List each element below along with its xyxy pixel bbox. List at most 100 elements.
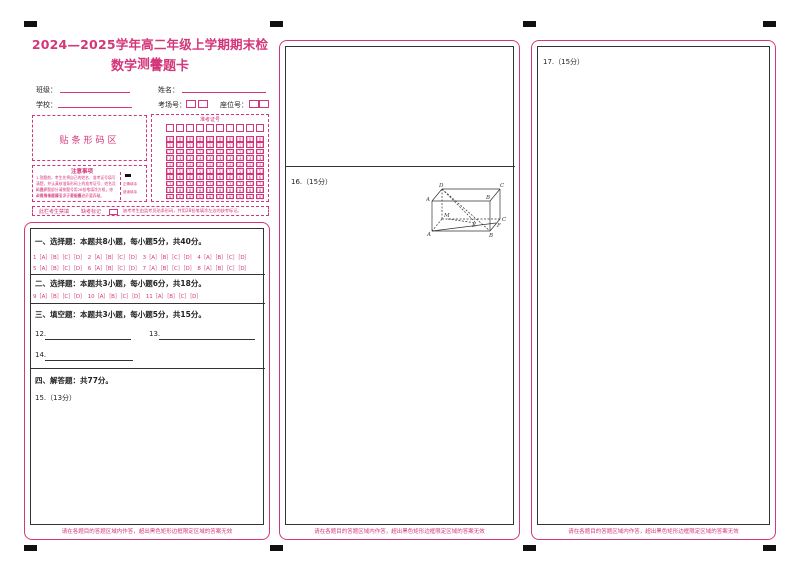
exam-id-bubble[interactable]: [9] [246,193,254,200]
exam-id-bubble[interactable]: [6] [206,174,214,181]
exam-id-bubble[interactable]: [5] [206,168,214,174]
exam-id-bubble[interactable]: [6] [196,174,204,181]
exam-id-bubble[interactable]: [1] [226,142,234,149]
exam-id-bubble[interactable]: [4] [196,161,204,168]
exam-id-bubble[interactable]: [3] [166,155,174,162]
exam-id-bubble[interactable]: [4] [186,161,194,168]
exam-id-bubble[interactable]: [1] [166,142,174,149]
exam-id-bubble[interactable]: [2] [216,148,224,155]
exam-id-bubble[interactable]: [6] [176,174,184,181]
exam-id-bubble[interactable]: [8] [256,187,264,194]
exam-id-bubble[interactable]: [2] [166,148,174,155]
exam-id-bubble[interactable]: [5] [166,168,174,174]
exam-id-bubble[interactable]: [4] [226,161,234,168]
exam-id-bubble[interactable]: [6] [226,174,234,181]
fill-q14-answer[interactable] [45,360,133,361]
exam-id-bubble[interactable]: [3] [206,155,214,162]
multi-row[interactable]: 9［A］［B］［C］［D］ 10［A］［B］［C］［D］ 11［A］［B］［C］… [33,294,202,300]
exam-id-bubble[interactable]: [8] [196,187,204,194]
exam-id-bubble[interactable]: [8] [206,187,214,194]
exam-id-bubble[interactable]: [5] [176,168,184,174]
exam-id-bubble[interactable]: [5] [256,168,264,174]
exam-id-bubble[interactable]: [0] [186,136,194,142]
exam-id-bubble[interactable]: [3] [186,155,194,162]
exam-id-bubble[interactable]: [3] [226,155,234,162]
exam-id-entry-box[interactable] [176,124,184,132]
exam-id-bubble[interactable]: [0] [196,136,204,142]
exam-id-bubble[interactable]: [6] [216,174,224,181]
exam-id-bubble[interactable]: [0] [216,136,224,142]
exam-id-bubble[interactable]: [2] [206,148,214,155]
exam-id-entry-box[interactable] [186,124,194,132]
exam-id-bubble[interactable]: [7] [166,180,174,187]
exam-id-bubble[interactable]: [7] [206,180,214,187]
exam-id-bubble[interactable]: [5] [216,168,224,174]
exam-id-bubble[interactable]: [5] [196,168,204,174]
exam-id-bubble[interactable]: [2] [176,148,184,155]
exam-id-bubble[interactable]: [1] [246,142,254,149]
exam-id-bubble[interactable]: [0] [176,136,184,142]
exam-id-bubble[interactable]: [5] [246,168,254,174]
exam-id-bubble[interactable]: [0] [246,136,254,142]
school-field[interactable] [58,107,132,108]
exam-id-bubble[interactable]: [3] [196,155,204,162]
exam-id-bubble[interactable]: [9] [186,193,194,200]
exam-id-bubble[interactable]: [4] [236,161,244,168]
exam-id-entry-box[interactable] [166,124,174,132]
exam-id-bubble[interactable]: [4] [246,161,254,168]
class-field[interactable] [60,92,130,93]
exam-id-bubble[interactable]: [1] [176,142,184,149]
exam-id-bubble[interactable]: [8] [166,187,174,194]
exam-id-bubble[interactable]: [7] [176,180,184,187]
exam-id-entry-box[interactable] [256,124,264,132]
exam-id-bubble[interactable]: [9] [216,193,224,200]
exam-id-bubble[interactable]: [1] [186,142,194,149]
exam-id-bubble[interactable]: [5] [186,168,194,174]
exam-id-entry-box[interactable] [236,124,244,132]
exam-id-bubble[interactable]: [1] [216,142,224,149]
seat-box[interactable] [249,100,259,108]
exam-id-bubble[interactable]: [4] [206,161,214,168]
exam-id-bubble[interactable]: [8] [186,187,194,194]
room-box[interactable] [186,100,196,108]
exam-id-bubble[interactable]: [8] [176,187,184,194]
exam-id-bubble[interactable]: [0] [256,136,264,142]
exam-id-bubble[interactable]: [8] [216,187,224,194]
fill-q13-answer[interactable] [159,339,255,340]
name-field[interactable] [182,92,266,93]
choice-row-1[interactable]: 1［A］［B］［C］［D］ 2［A］［B］［C］［D］ 3［A］［B］［C］［D… [33,255,250,261]
exam-id-bubble[interactable]: [6] [256,174,264,181]
exam-id-bubble[interactable]: [0] [206,136,214,142]
exam-id-bubble[interactable]: [4] [166,161,174,168]
exam-id-bubble[interactable]: [1] [196,142,204,149]
exam-id-bubble[interactable]: [7] [196,180,204,187]
choice-row-2[interactable]: 5［A］［B］［C］［D］ 6［A］［B］［C］［D］ 7［A］［B］［C］［D… [33,266,250,272]
seat-box[interactable] [259,100,269,108]
exam-id-bubble[interactable]: [0] [236,136,244,142]
absence-checkbox[interactable] [109,209,118,215]
exam-id-bubble[interactable]: [7] [226,180,234,187]
exam-id-bubble[interactable]: [1] [256,142,264,149]
exam-id-bubble[interactable]: [2] [246,148,254,155]
exam-id-bubble[interactable]: [0] [226,136,234,142]
exam-id-bubble[interactable]: [4] [256,161,264,168]
exam-id-bubble[interactable]: [9] [236,193,244,200]
exam-id-bubble[interactable]: [3] [236,155,244,162]
exam-id-bubble[interactable]: [2] [256,148,264,155]
exam-id-bubble[interactable]: [6] [186,174,194,181]
exam-id-bubble[interactable]: [2] [196,148,204,155]
exam-id-bubble[interactable]: [6] [166,174,174,181]
exam-id-grid[interactable]: 准考证号 [0][1][2][3][4][5][6][7][8][9][0][1… [151,114,269,202]
exam-id-bubble[interactable]: [9] [166,193,174,200]
exam-id-entry-box[interactable] [226,124,234,132]
exam-id-entry-box[interactable] [196,124,204,132]
exam-id-bubble[interactable]: [7] [236,180,244,187]
exam-id-bubble[interactable]: [8] [246,187,254,194]
exam-id-entry-box[interactable] [216,124,224,132]
exam-id-bubble[interactable]: [6] [246,174,254,181]
exam-id-bubble[interactable]: [0] [166,136,174,142]
exam-id-bubble[interactable]: [9] [206,193,214,200]
exam-id-bubble[interactable]: [7] [246,180,254,187]
exam-id-bubble[interactable]: [6] [236,174,244,181]
exam-id-bubble[interactable]: [4] [176,161,184,168]
